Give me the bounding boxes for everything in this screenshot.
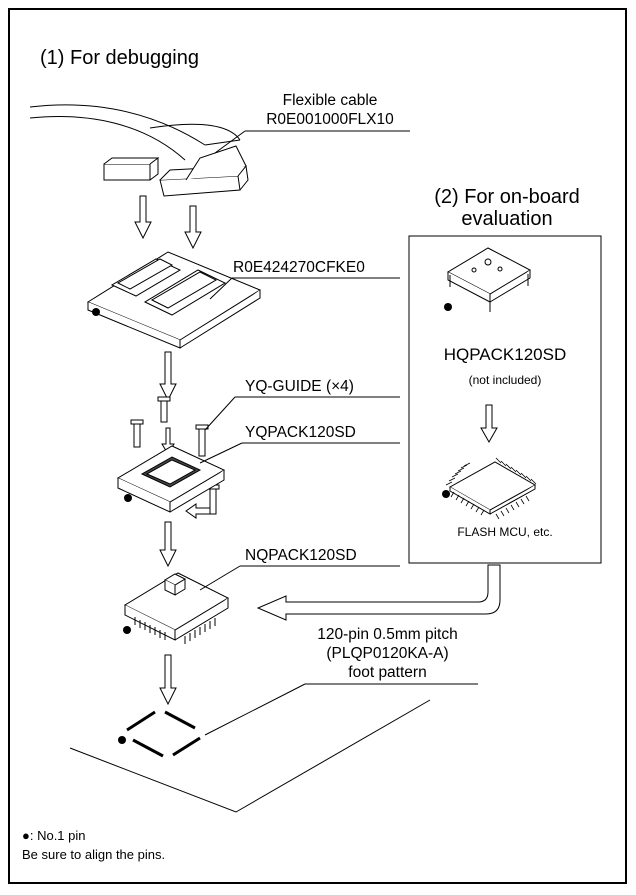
yqpack-label: YQPACK120SD (245, 424, 356, 441)
guide-leader (204, 396, 236, 431)
target-board (69, 699, 431, 813)
debugging-heading: (1) For debugging (40, 47, 199, 69)
hqpack-cover (446, 247, 532, 312)
down-arrow-icon (159, 351, 177, 402)
pin1-marker-icon (123, 626, 131, 634)
pin1-marker-icon (442, 490, 450, 498)
foot-pattern (126, 710, 201, 758)
down-arrow-icon (184, 205, 202, 250)
exchange-board (86, 251, 262, 349)
pin1-marker-icon (444, 303, 452, 311)
nqpack-pins (134, 617, 216, 644)
yq-guide-screw (130, 396, 220, 515)
cable-leader (214, 130, 246, 154)
pin1-marker-icon (124, 494, 132, 502)
board-label: R0E424270CFKE0 (233, 259, 365, 276)
nqpack-label: NQPACK120SD (245, 547, 357, 564)
flash-mcu-pins (445, 457, 537, 520)
diagram-frame (8, 8, 627, 884)
foot-label-line1: 120-pin 0.5mm pitch (317, 626, 458, 643)
flash-mcu-label: FLASH MCU, etc. (457, 525, 553, 539)
down-arrow-icon (134, 195, 152, 240)
pin1-marker-icon (118, 736, 126, 744)
nqpack-leader (199, 565, 241, 591)
cable-label-line1: Flexible cable (282, 92, 378, 109)
not-included-label: (not included) (468, 373, 542, 387)
flexible-cable (29, 104, 249, 197)
onboard-heading-line1: (2) For on-board (434, 186, 580, 208)
hqpack-label: HQPACK120SD (443, 345, 567, 364)
flash-mcu-chip (448, 461, 537, 515)
yq-guide-label: YQ-GUIDE (×4) (245, 378, 354, 395)
board-leader (209, 277, 233, 300)
routing-arrow-icon (256, 564, 501, 621)
foot-leader (204, 683, 306, 736)
yqpack-leader (199, 442, 243, 464)
yqpack-adapter (116, 445, 226, 513)
pin-note: ●: No.1 pin (22, 828, 86, 843)
foot-label-line3: foot pattern (348, 664, 427, 681)
foot-label-line2: (PLQP0120KA-A) (326, 645, 449, 662)
down-arrow-icon (480, 404, 498, 444)
left-arrow-icon (185, 503, 211, 519)
cable-label-line2: R0E001000FLX10 (266, 111, 394, 128)
pin1-marker-icon (92, 308, 100, 316)
down-arrow-icon (159, 654, 177, 706)
align-note: Be sure to align the pins. (22, 847, 166, 862)
nqpack-socket (123, 572, 230, 641)
down-arrow-icon (159, 521, 177, 568)
onboard-heading-line2: evaluation (461, 208, 553, 230)
